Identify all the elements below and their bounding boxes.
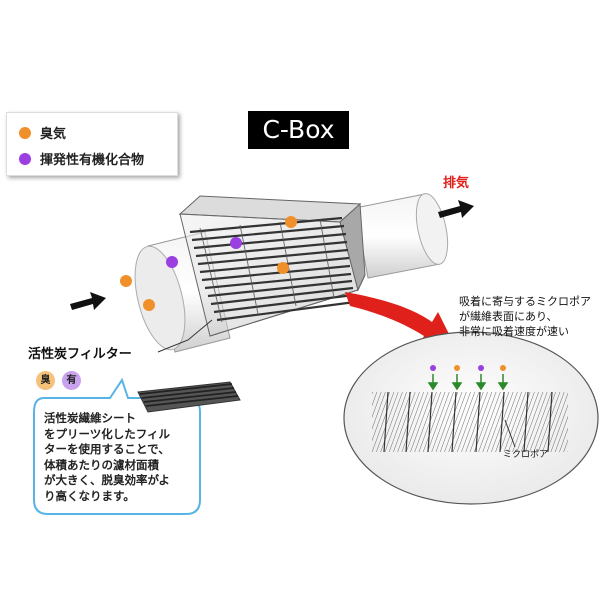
pleated-filter [189, 216, 356, 322]
odor-dot-icon [19, 127, 31, 139]
micropore-oval [343, 331, 599, 505]
voc-badge: 有 [62, 371, 81, 390]
filter-label: 活性炭フィルター [28, 347, 132, 362]
voc-particle [166, 256, 178, 268]
legend-item-odor: 臭気 [19, 123, 66, 142]
filter-description: 活性炭繊維シート をプリーツ化したフィル ターを使用することで、 体積あたりの濾… [44, 411, 171, 503]
voc-particle [430, 365, 436, 371]
voc-dot-icon [19, 153, 31, 165]
page-title: C-Box [248, 111, 349, 149]
odor-particle [120, 275, 132, 287]
zoom-arrow [345, 292, 456, 350]
legend-item-voc: 揮発性有機化合物 [19, 149, 144, 168]
filter-leader-line [157, 319, 213, 353]
odor-particle [143, 299, 155, 311]
odor-particle [277, 262, 289, 274]
inflow-arrow [70, 292, 106, 310]
voc-particle [478, 365, 484, 371]
filter-sheet-image [137, 381, 241, 413]
micropore-leader-line [504, 419, 516, 448]
micropore-description: 吸着に寄与するミクロポア が繊維表面にあり、 非常に吸着速度が速い [459, 295, 591, 338]
odor-badge: 臭 [36, 371, 55, 390]
micropore-label: ミクロポア [503, 450, 549, 460]
legend: 臭気 揮発性有機化合物 [6, 112, 178, 176]
exhaust-label: 排気 [443, 176, 470, 191]
odor-particle [285, 216, 297, 228]
outlet-pipe [354, 193, 449, 279]
odor-particle [500, 365, 506, 371]
voc-particle [230, 237, 242, 249]
outflow-arrow [438, 200, 474, 218]
odor-particle [454, 365, 460, 371]
